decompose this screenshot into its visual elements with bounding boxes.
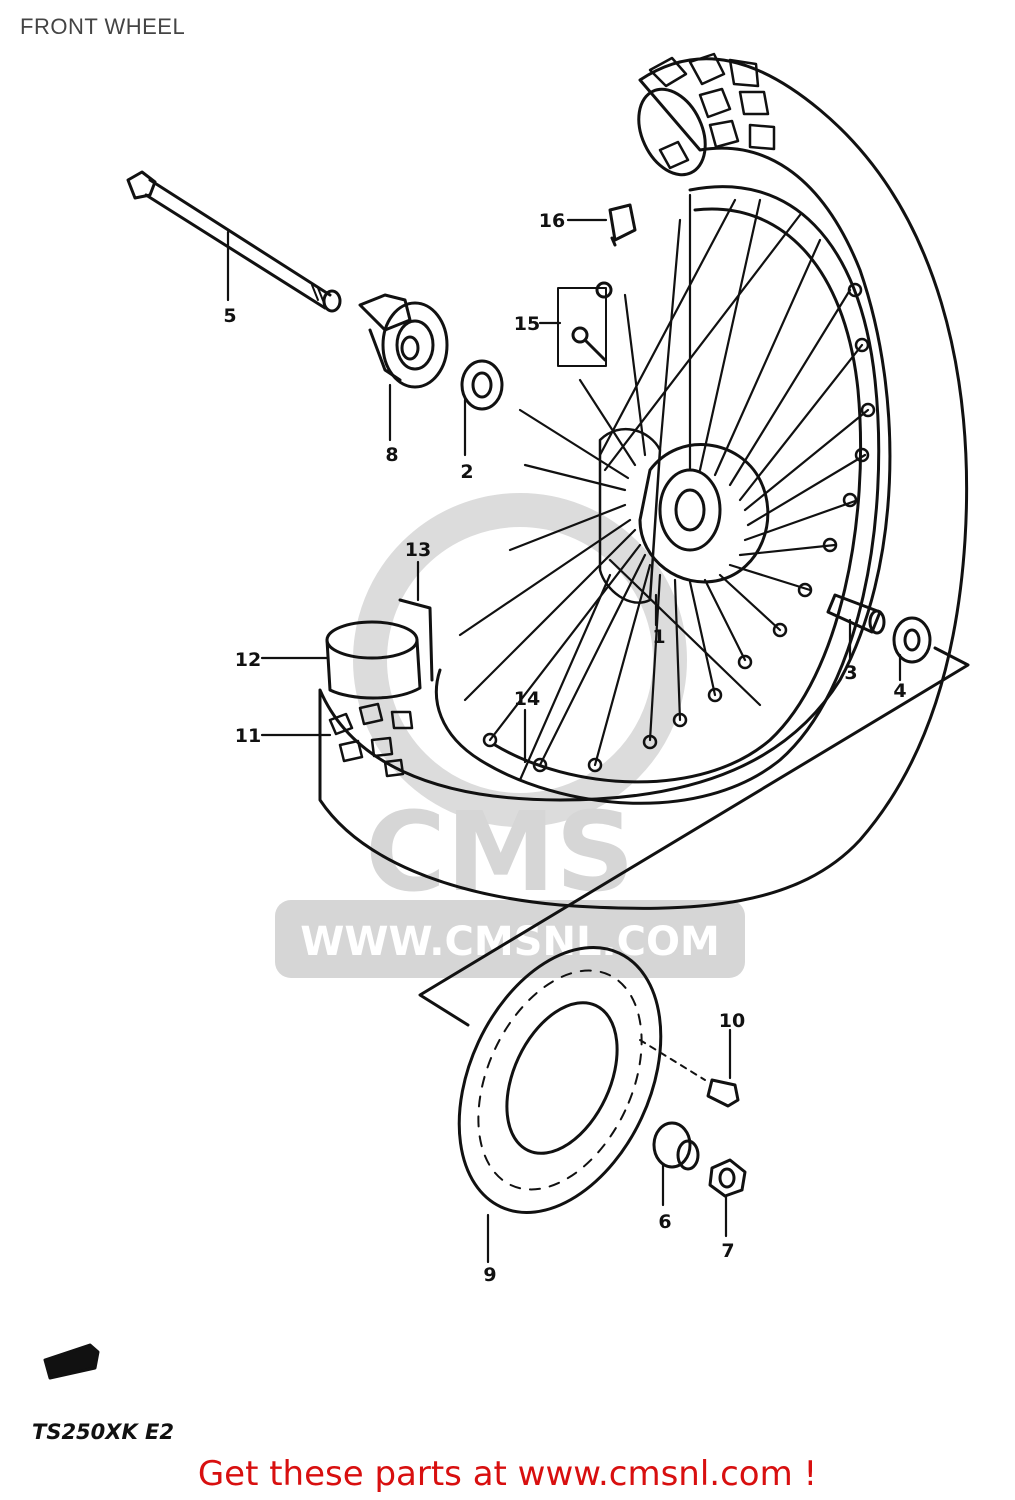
part-5-axle — [126, 170, 342, 313]
spoke-nipples — [482, 282, 876, 773]
callout-6: 6 — [658, 1211, 671, 1233]
model-code: TS250XK E2 — [32, 1420, 175, 1444]
part-10-bolt — [639, 1039, 740, 1108]
front-arrow-icon — [43, 1343, 100, 1380]
leader-lines — [226, 218, 902, 1264]
wheel-spokes — [458, 193, 870, 782]
callout-4: 4 — [893, 680, 906, 702]
tire-tread-top — [648, 52, 776, 170]
tire-outline — [318, 57, 969, 910]
callout-3: 3 — [844, 662, 857, 684]
footer-parts-link[interactable]: Get these parts at www.cmsnl.com ! — [197, 1454, 818, 1494]
part-13-tube — [398, 598, 434, 682]
callout-10: 10 — [719, 1010, 745, 1032]
part-4-bearing — [892, 616, 932, 664]
rim-outline — [434, 185, 881, 805]
part-15-bolts — [557, 281, 613, 367]
callout-labels: 1 2 3 4 5 6 7 8 9 10 11 12 13 14 15 16 — [223, 210, 906, 1286]
watermark-logo-ring — [353, 493, 687, 827]
callout-11: 11 — [235, 725, 261, 747]
watermark-logo-text: CMS — [365, 788, 634, 916]
callout-13: 13 — [405, 539, 431, 561]
part-16-valve-cap — [608, 203, 637, 247]
part-11-tire-tread — [328, 702, 414, 778]
callout-1: 1 — [652, 626, 665, 648]
part-3-spacer — [826, 593, 886, 635]
callout-14: 14 — [514, 688, 540, 710]
part-12-rim-band — [325, 620, 422, 700]
tire-section — [637, 87, 707, 177]
part-2-bearing — [460, 359, 504, 411]
callout-2: 2 — [460, 461, 473, 483]
callout-7: 7 — [721, 1240, 734, 1262]
part-6-collar — [652, 1121, 700, 1171]
callout-9: 9 — [483, 1264, 496, 1286]
exploded-view-plane — [418, 646, 970, 1027]
part-7-nut — [708, 1158, 747, 1198]
part-9-brake-disc — [457, 946, 663, 1214]
page-title: FRONT WHEEL — [20, 14, 186, 39]
rim-inner — [493, 207, 863, 784]
callout-16: 16 — [539, 210, 565, 232]
callout-5: 5 — [223, 305, 236, 327]
callout-15: 15 — [514, 313, 540, 335]
callout-12: 12 — [235, 649, 261, 671]
callout-8: 8 — [385, 444, 398, 466]
part-8-speedometer-gearbox — [358, 293, 449, 389]
